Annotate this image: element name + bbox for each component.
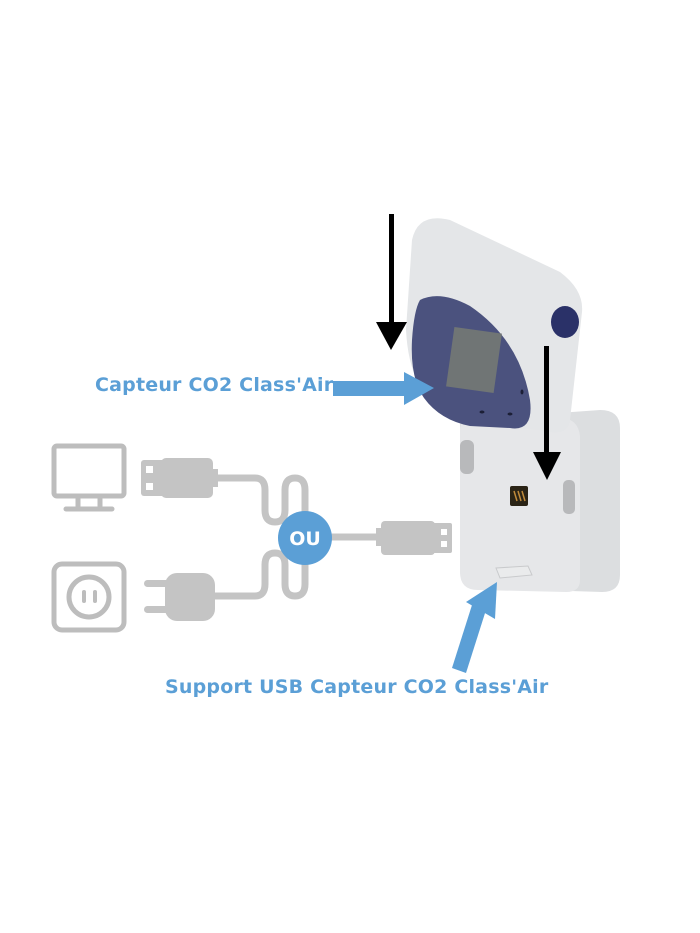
power-plug-icon <box>144 573 215 621</box>
usb-support-base <box>460 410 620 592</box>
sensor-button <box>551 306 579 338</box>
computer-monitor-icon <box>51 443 127 512</box>
support-pointer-arrow <box>452 582 497 673</box>
down-arrow-icon <box>533 346 561 480</box>
down-arrow-icon <box>376 214 407 350</box>
sensor-label: Capteur CO2 Class'Air <box>95 374 334 396</box>
cables <box>211 474 389 600</box>
co2-sensor-device <box>406 218 583 433</box>
or-badge-label: OU <box>289 528 321 550</box>
usb-plug-icon <box>376 521 452 555</box>
sensor-pointer-arrow <box>333 372 434 405</box>
or-badge: OU <box>278 511 332 565</box>
wall-socket-icon <box>51 561 127 633</box>
usb-plug-icon <box>141 458 218 498</box>
support-label: Support USB Capteur CO2 Class'Air <box>165 676 549 698</box>
